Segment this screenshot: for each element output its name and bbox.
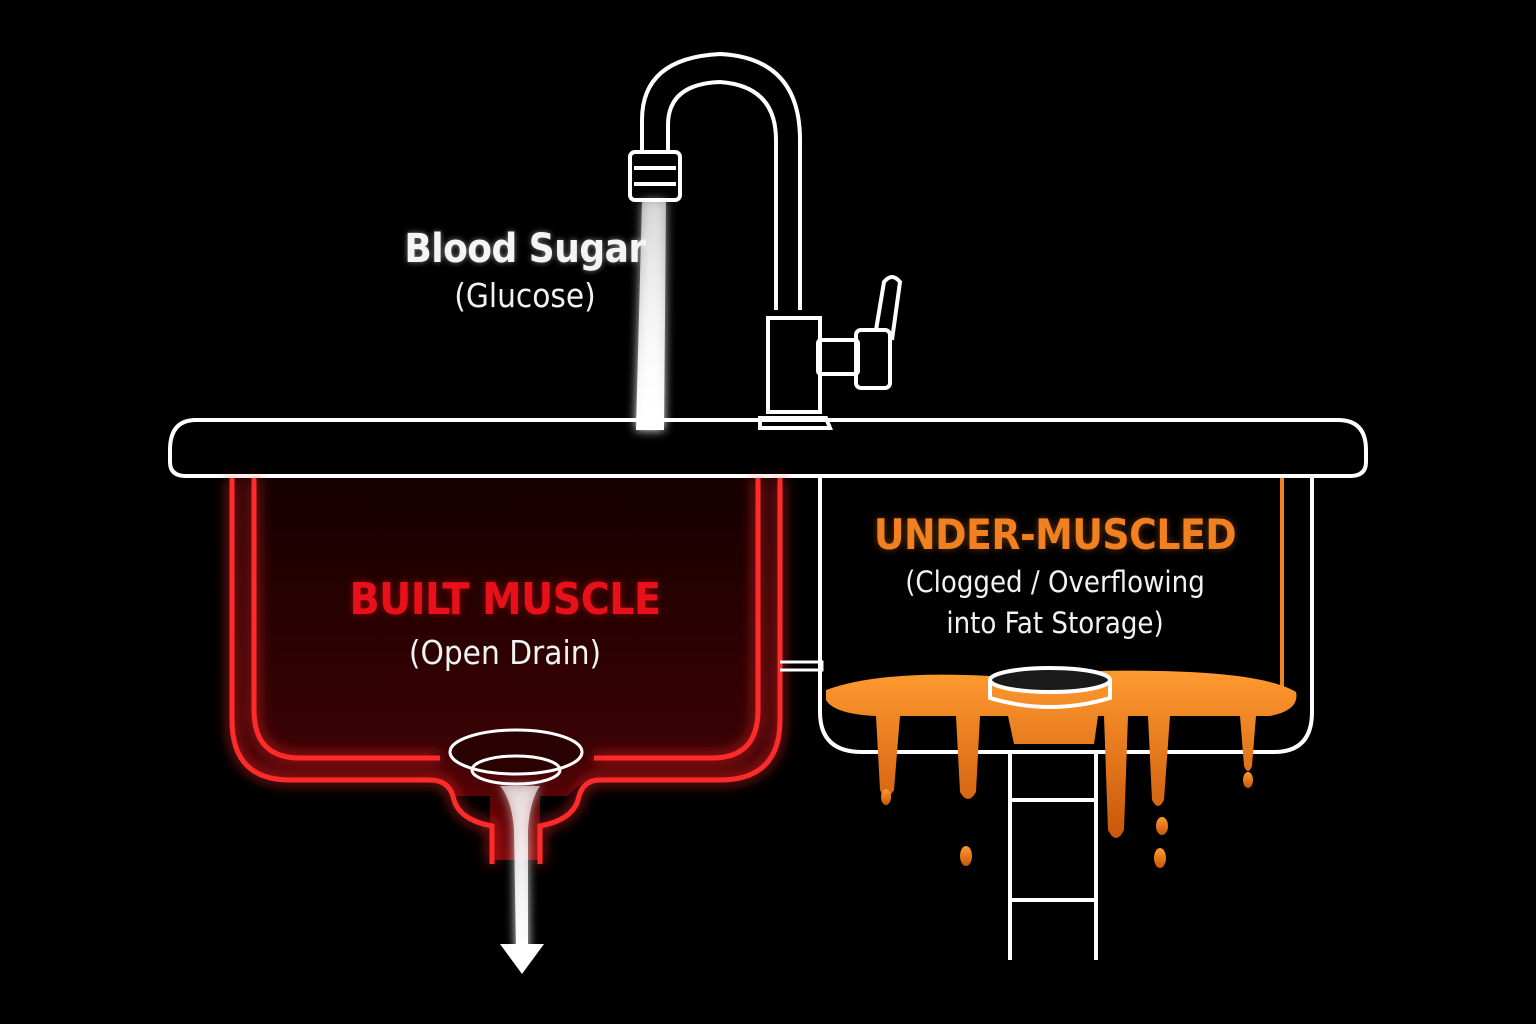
- glucose-title: Blood Sugar: [404, 226, 646, 272]
- clogged-drain-icon: [988, 666, 1112, 709]
- built-muscle-label: BUILT MUSCLE (Open Drain): [300, 574, 710, 672]
- built-muscle-basin: [229, 478, 783, 974]
- glucose-subtitle: (Glucose): [454, 276, 596, 315]
- fat-overflow: [826, 670, 1297, 868]
- built-muscle-title: BUILT MUSCLE: [349, 574, 661, 625]
- glucose-label: Blood Sugar (Glucose): [385, 226, 665, 315]
- under-muscled-subtitle-2: into Fat Storage): [946, 605, 1164, 640]
- under-muscled-subtitle-1: (Clogged / Overflowing: [905, 565, 1205, 599]
- built-muscle-subtitle: (Open Drain): [408, 633, 602, 672]
- under-muscled-title: UNDER-MUSCLED: [873, 510, 1237, 559]
- down-arrow-icon: [500, 944, 544, 974]
- under-muscled-label: UNDER-MUSCLED (Clogged / Overflowing int…: [860, 510, 1250, 641]
- countertop: [168, 418, 1368, 478]
- faucet-icon: [628, 51, 903, 430]
- glucose-stream: [636, 200, 666, 430]
- under-muscled-basin: [818, 478, 1314, 960]
- open-drain-icon: [448, 728, 584, 786]
